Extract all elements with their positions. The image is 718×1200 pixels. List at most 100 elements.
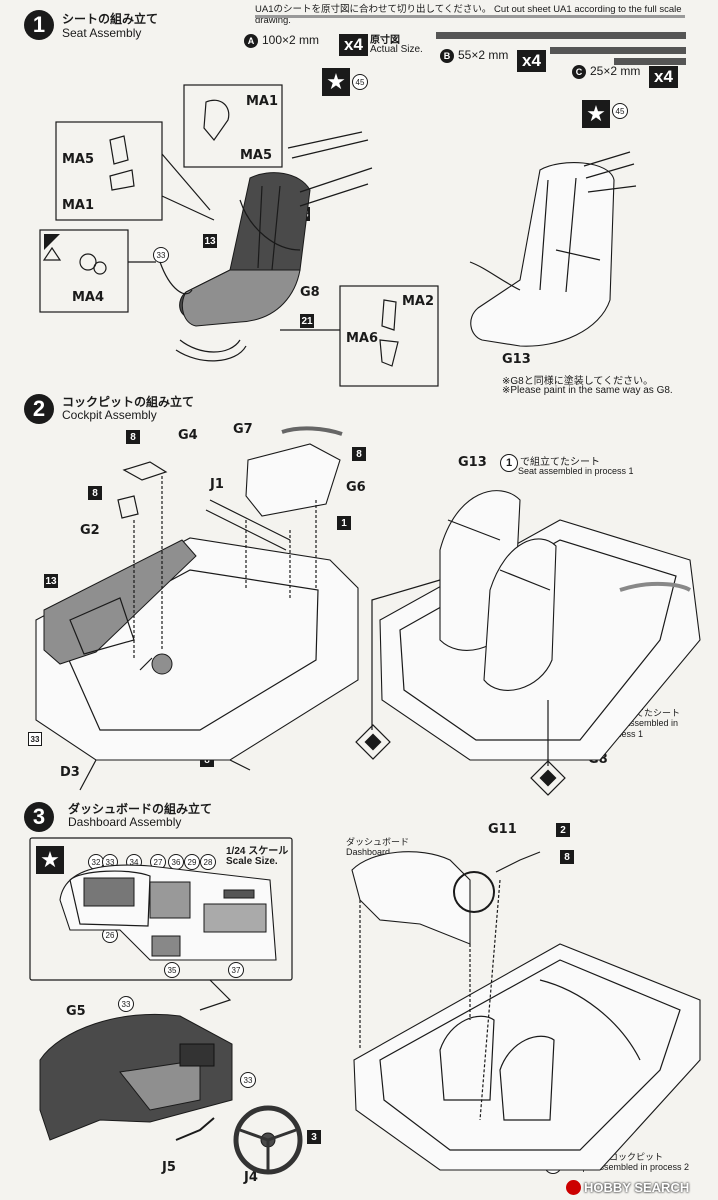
seat-ref-ja: で組立てたシート (520, 457, 600, 468)
tag-33: 33 (28, 732, 42, 746)
strip-b-size: 55×2 mm (458, 48, 509, 62)
tag-8: 8 (126, 430, 140, 444)
dash-en: Dashboard (346, 847, 391, 857)
actual-size-ja: 原寸図 (370, 35, 400, 46)
cockpit-ref-en: Cockpit assembled in process 2 (562, 1162, 690, 1172)
part-g4 (122, 461, 168, 481)
part-ma2 (379, 299, 399, 367)
diamond-mark (364, 733, 382, 751)
part-label-g11: G11 (488, 822, 517, 837)
leader-lines (133, 476, 317, 660)
seat-ref2-en: Seat assembled in process 1 (604, 718, 679, 739)
strip-c-letter: C (572, 65, 586, 79)
watermark-text: HOBBY SEARCH (584, 1180, 690, 1195)
tag-13: 13 (203, 234, 217, 248)
part-label-g13: G13 (458, 455, 487, 470)
part-label-j5: J5 (162, 1160, 176, 1175)
cockpit-step3 (353, 943, 701, 1171)
inset-box (39, 229, 129, 313)
belt-lines (287, 131, 373, 207)
tag-33: 33 (240, 1072, 256, 1088)
diamond-mark (355, 724, 391, 760)
part-label-g4: G4 (178, 428, 198, 443)
decal-inset-box (29, 837, 293, 981)
part-label-g8: G8 (300, 285, 320, 300)
part-label-j4: J4 (244, 1170, 258, 1185)
leader-lines (199, 979, 232, 1011)
inset-box (55, 121, 163, 221)
part-label-g6: G6 (346, 480, 366, 495)
part-label-j1: J1 (210, 477, 224, 492)
scale-en: Scale Size. (226, 856, 278, 867)
strip-a-bar (436, 32, 686, 39)
part-label-ma4: MA4 (72, 290, 105, 305)
strip-b-qty: x4 (517, 50, 546, 72)
dashboard-g5 (39, 1013, 233, 1141)
part-label-g7: G7 (233, 422, 253, 437)
leader-lines (371, 579, 549, 766)
step2-number: 2 (24, 394, 54, 424)
ref-step1-icon: 1 (500, 454, 518, 472)
tag-45: 45 (612, 103, 628, 119)
corner-mark (44, 234, 60, 250)
belt-lines (159, 261, 193, 295)
part-j4 (239, 1128, 297, 1172)
step1-title-ja: シートの組み立て (62, 12, 159, 26)
part-label-ma6: MA6 (346, 331, 379, 346)
belt-lines (175, 339, 247, 362)
paint-note-en: ※Please paint in the same way as G8. (502, 385, 673, 396)
tag-13: 13 (44, 574, 58, 588)
step3-title-ja: ダッシュボードの組み立て (68, 802, 213, 816)
strip-a-size: 100×2 mm (262, 33, 320, 47)
watermark-logo-icon (566, 1180, 581, 1195)
seat-ref2-ja: で組立てたシート (608, 708, 681, 718)
leader-lines (359, 879, 501, 1121)
strip-b-bar (550, 47, 686, 54)
actual-size-en: Actual Size. (370, 44, 423, 55)
dash-ja: ダッシュボード (346, 837, 410, 847)
tag-1: 1 (337, 516, 351, 530)
tag-33: 33 (153, 247, 169, 263)
part-g7 (281, 426, 343, 436)
seat-g13 (469, 151, 637, 347)
corner-mark (42, 246, 62, 261)
part-label-g5: G5 (66, 1004, 86, 1019)
part-g6 (245, 443, 341, 517)
decal-28: 28 (200, 854, 216, 870)
diamond-mark (539, 769, 557, 787)
tag-8: 8 (88, 486, 102, 500)
part-ma4 (93, 261, 107, 275)
star-icon: ★ (322, 68, 350, 96)
scale-ja: 1/24 スケール (226, 846, 289, 857)
part-ma5 (109, 135, 135, 191)
diamond-mark (530, 760, 566, 796)
part-label-ma2: MA2 (402, 294, 435, 309)
tag-21: 21 (300, 314, 314, 328)
decal-dashboard (59, 864, 277, 961)
star-icon: ★ (36, 846, 64, 874)
part-label-d3: D3 (60, 765, 80, 780)
strip-c-bar (614, 58, 686, 65)
strip-a-letter: A (244, 34, 258, 48)
top-note: UA1のシートを原寸図に合わせて切り出してください。 Cut out sheet… (255, 1, 718, 26)
part-ma1 (203, 99, 230, 141)
strip-c-qty: x4 (649, 66, 678, 88)
part-label-ma1: MA1 (246, 94, 279, 109)
tag-8: 8 (352, 447, 366, 461)
tag-45: 45 (352, 74, 368, 90)
tag-2: 2 (556, 823, 570, 837)
part-label-g13: G13 (502, 352, 531, 367)
strip-b-letter: B (440, 49, 454, 63)
step3-number: 3 (24, 802, 54, 832)
step2-title-en: Cockpit Assembly (62, 408, 157, 422)
decal-37: 37 (228, 962, 244, 978)
dashboard-right (351, 851, 541, 945)
tag-33: 33 (118, 996, 134, 1012)
strip-a-qty: x4 (339, 34, 368, 56)
part-label-ma5: MA5 (240, 148, 273, 163)
decal-29: 29 (184, 854, 200, 870)
part-g2 (117, 495, 139, 519)
step1-title-en: Seat Assembly (62, 26, 142, 40)
step3-title-en: Dashboard Assembly (68, 815, 182, 829)
